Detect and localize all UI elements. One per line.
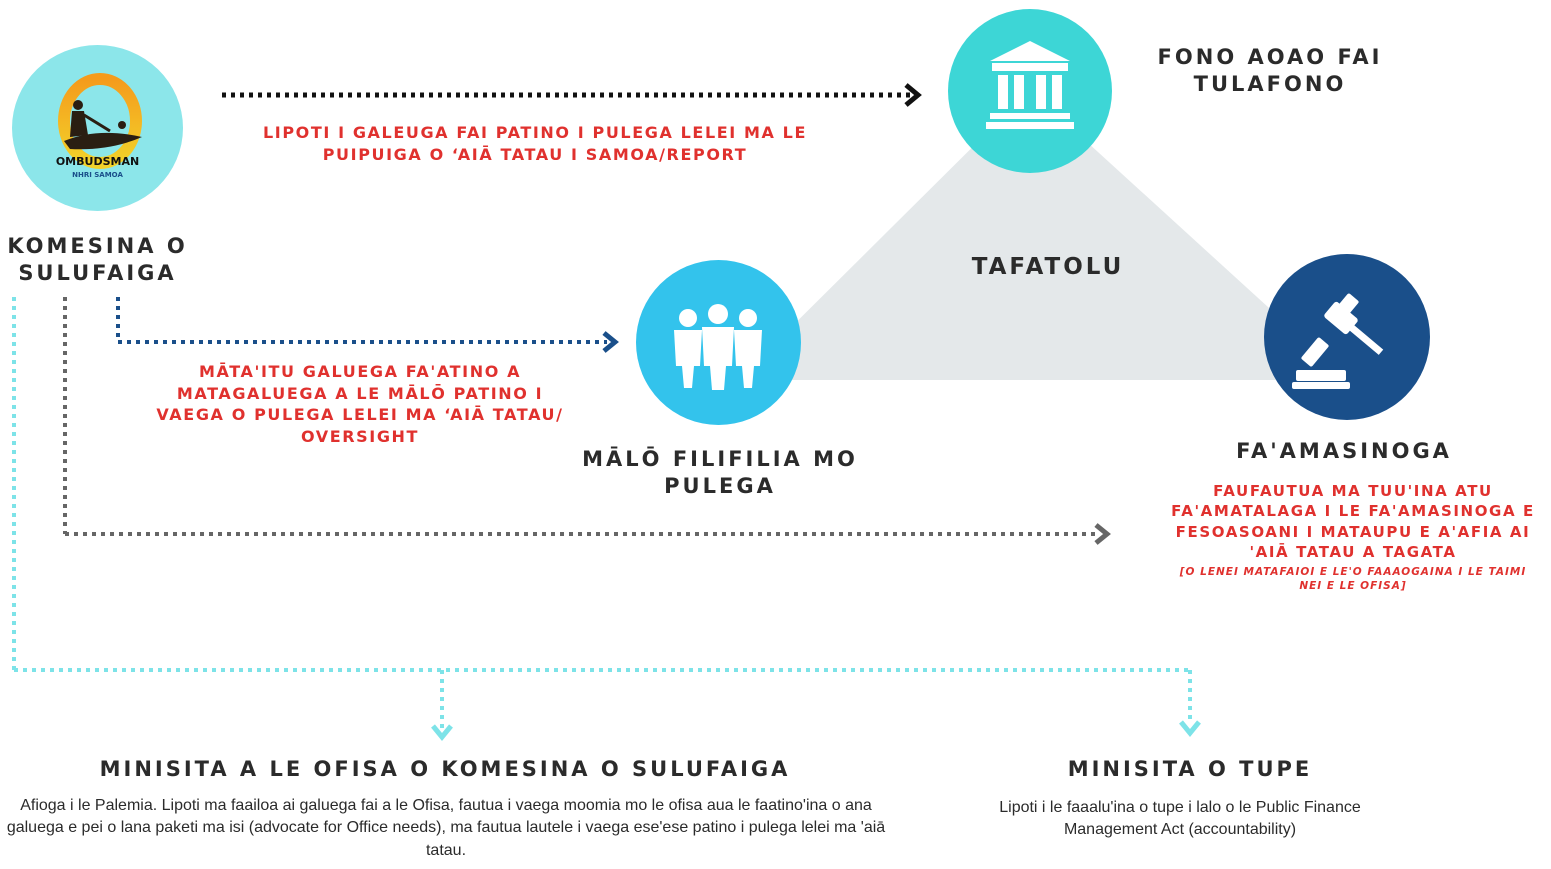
minister-office-title: MINISITA A LE OFISA O KOMESINA O SULUFAI… xyxy=(99,757,791,781)
report-label: LIPOTI I GALEUGA FAI PATINO I PULEGA LEL… xyxy=(262,123,807,164)
court-arrow-head xyxy=(1094,523,1111,545)
minister-office-description: Afioga i le Palemia. Lipoti ma faailoa a… xyxy=(6,797,886,859)
ombudsman-logo: OMBUDSMAN NHRI SAMOA xyxy=(12,45,183,211)
gavel-icon xyxy=(1292,293,1384,389)
parliament-circle xyxy=(948,9,1112,173)
ombudsman-logo-text: OMBUDSMAN xyxy=(55,155,140,168)
ombudsman-emblem-icon xyxy=(58,73,142,169)
triangle-label: TAFATOLU xyxy=(971,254,1125,280)
report-arrow-head xyxy=(904,83,922,107)
oversight-arrow-head xyxy=(602,331,619,353)
oversight-label: MĀTA'ITU GALUEGA FA'ATINO A MATAGALUEGA … xyxy=(156,362,564,446)
ombudsman-logo-subtext: NHRI SAMOA xyxy=(72,171,123,179)
minister-finance-arrow-head xyxy=(1179,720,1201,737)
group-of-officials-icon xyxy=(674,304,762,390)
government-title: MĀLŌ FILIFILIA MO PULEGA xyxy=(582,447,858,499)
judiciary-title: FA'AMASINOGA xyxy=(1236,439,1452,463)
judiciary-note: [O LENEI MATAFAIOI E LE'O FAAAOGAINA I L… xyxy=(1179,566,1527,592)
judiciary-circle xyxy=(1264,254,1430,420)
government-circle xyxy=(636,260,801,425)
triangle-shape xyxy=(738,90,1348,380)
minister-office-arrow-head xyxy=(431,724,453,741)
minister-finance-description: Lipoti i le faaalu'ina o tupe i lalo o l… xyxy=(999,799,1361,839)
ombudsman-title: KOMESINA O SULUFAIGA xyxy=(7,234,188,286)
minister-finance-title: MINISITA O TUPE xyxy=(1067,757,1313,781)
parliament-title: FONO AOAO FAI TULAFONO xyxy=(1157,45,1383,97)
parliament-building-icon xyxy=(986,41,1074,129)
judiciary-role: FAUFAUTUA MA TUU'INA ATU FA'AMATALAGA I … xyxy=(1171,482,1535,561)
